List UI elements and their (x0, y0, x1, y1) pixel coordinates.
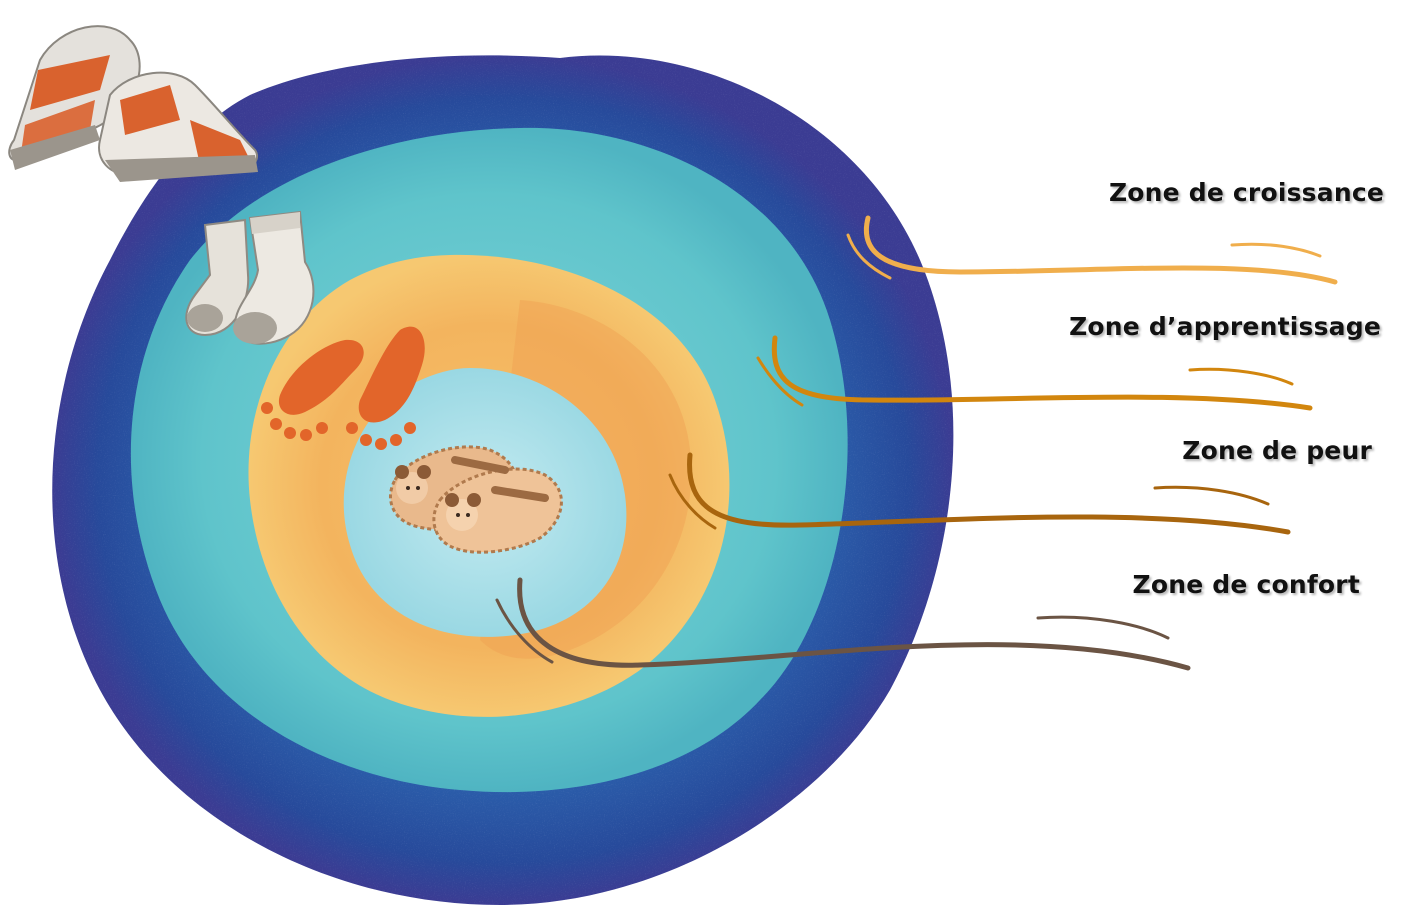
label-zone-growth: Zone de croissance (1109, 178, 1384, 207)
label-zone-fear: Zone de peur (1182, 436, 1372, 465)
label-zone-learning: Zone d’apprentissage (1069, 312, 1381, 341)
sneakers-icon (9, 26, 258, 182)
label-zone-comfort: Zone de confort (1133, 570, 1360, 599)
